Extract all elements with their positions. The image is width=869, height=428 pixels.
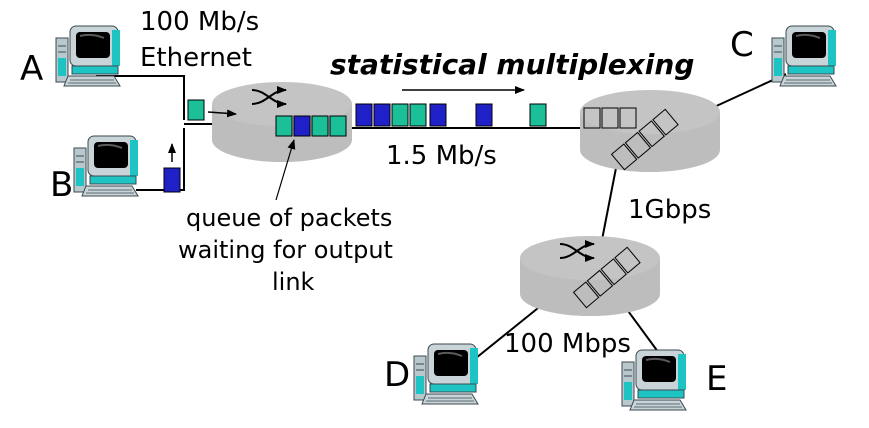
queue-label-line2: waiting for output — [178, 236, 393, 264]
packet-icon — [163, 167, 181, 193]
packet-icon — [529, 103, 547, 127]
computer-icon — [413, 343, 479, 405]
packet-icon — [187, 99, 205, 121]
computer-icon — [621, 349, 687, 411]
core-link — [599, 167, 617, 251]
title-label: statistical multiplexing — [330, 48, 694, 81]
empty-slot — [610, 143, 638, 171]
queue-right-router-diagonal — [610, 108, 679, 171]
host-b-label: B — [50, 165, 73, 205]
packet-icon — [429, 103, 447, 127]
empty-slot — [586, 269, 614, 297]
host-c-label: C — [730, 25, 754, 65]
queue-pointer-arrow-icon — [275, 139, 296, 201]
queue-label-line3: link — [272, 268, 315, 296]
packet-icon — [409, 103, 427, 127]
packet-icon — [355, 103, 373, 127]
host-a-label: A — [20, 49, 43, 89]
arrow-icon — [207, 109, 237, 118]
host-e-label: E — [706, 359, 727, 399]
computer-icon — [55, 25, 121, 87]
core-rate-label: 1Gbps — [628, 195, 711, 225]
bottleneck-rate-label: 1.5 Mb/s — [386, 141, 497, 171]
packet-icon — [329, 115, 347, 137]
empty-slot — [572, 281, 600, 309]
links — [96, 73, 787, 361]
packet-icon — [311, 115, 329, 137]
queue-left-router — [275, 115, 347, 137]
empty-slot — [652, 108, 679, 136]
computer-icon — [771, 25, 837, 87]
link-d — [475, 299, 549, 359]
link-a-rate-label: 100 Mb/s — [140, 7, 259, 37]
empty-slot — [638, 120, 665, 148]
router-right — [580, 90, 720, 172]
link-a-type-label: Ethernet — [140, 43, 252, 73]
queue-right-router-horizontal — [583, 107, 637, 129]
computer-icon — [73, 135, 139, 197]
host-d-label: D — [384, 355, 410, 395]
router-bottom — [520, 236, 660, 316]
packet-icon — [475, 103, 493, 127]
packet-icon — [293, 115, 311, 137]
queue-bottom-router-diagonal — [572, 246, 641, 309]
edge-rate-label: 100 Mbps — [504, 329, 631, 359]
packet-icon — [275, 115, 293, 137]
router-right-top — [580, 90, 720, 134]
queue-label-line1: queue of packets — [186, 204, 392, 232]
packet-icon — [391, 103, 409, 127]
empty-slot — [614, 246, 641, 274]
empty-slot — [600, 258, 627, 286]
link-b — [136, 128, 185, 191]
link-packets — [355, 103, 547, 127]
empty-slot — [619, 107, 637, 129]
empty-slot — [624, 131, 652, 159]
packet-icon — [373, 103, 391, 127]
empty-slot — [583, 107, 601, 129]
empty-slot — [601, 107, 619, 129]
link-a — [96, 75, 185, 120]
